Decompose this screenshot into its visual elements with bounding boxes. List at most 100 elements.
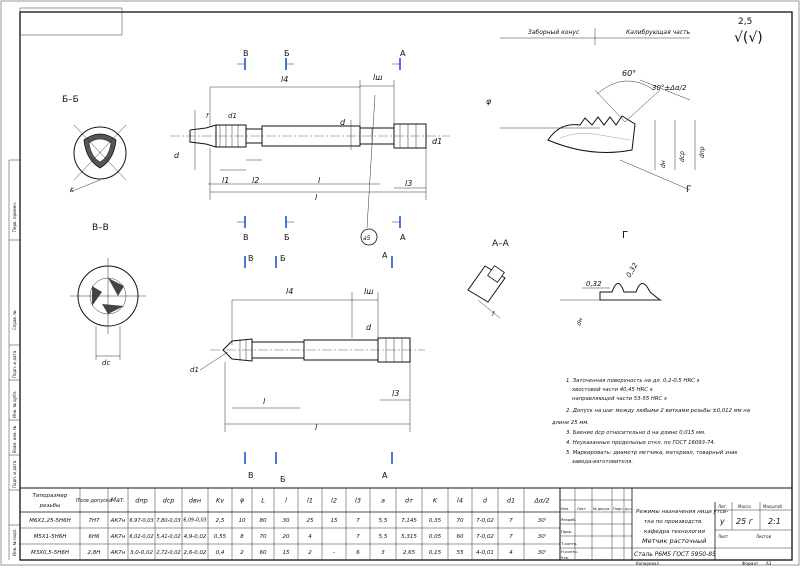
surface-finish-symbol: √(√): [734, 30, 763, 46]
table-header-cell: Kv: [216, 496, 224, 504]
table-cell: 5,315: [401, 534, 417, 540]
tb-col-list: Лист: [577, 507, 586, 511]
table-header-cell: l2: [331, 496, 337, 504]
table-header-cell: Мат.: [111, 497, 126, 504]
table-header-cell: φ: [240, 497, 245, 504]
dim-l2-top: l2: [252, 176, 259, 185]
profile-calibrating: Калибрующая часть: [626, 29, 691, 36]
tb-role-1: Пров.: [561, 529, 572, 534]
table-cell: 60: [260, 550, 267, 556]
note-1b: хвостовой части 40,45 HRC э: [571, 387, 653, 393]
top-left-stamp: [19, 7, 123, 36]
tb-mass-label: Масса: [738, 504, 751, 509]
dim-lsh-bottom: lш: [364, 287, 374, 296]
cut-mark-v-2: В: [243, 233, 249, 242]
cut-marks-top: В Б А В Б А: [237, 49, 406, 242]
table-header-cell: l4: [457, 496, 463, 504]
profile-phi: φ: [486, 97, 492, 106]
table-cell: 8: [240, 534, 244, 540]
cut-mark-b-4: Б: [280, 475, 286, 484]
profile-half-angle: 30°±Δα/2: [652, 84, 687, 92]
dim-l3-bottom: l3: [392, 389, 399, 398]
tb-name-3: кафедра технологии: [644, 529, 705, 535]
table-cell: 6: [356, 550, 360, 556]
section-bb-k: K: [70, 187, 75, 194]
table-cell: 4: [509, 550, 513, 556]
table-header-cell: резьбы: [39, 503, 61, 509]
side-stamp-text-2: Подп. и дата: [12, 350, 17, 378]
table-cell: 2,72-0,02: [156, 550, 180, 556]
tb-role-2: Т.контр.: [560, 541, 577, 546]
callout-a5: а5: [360, 228, 378, 246]
table-header-cell: d1: [507, 496, 515, 504]
tb-col-date: Дата: [625, 507, 633, 511]
dim-l-top: l: [318, 176, 321, 185]
table-cell: 15: [283, 550, 290, 556]
table-cell: 0,55: [214, 534, 227, 540]
table-cell: 15: [331, 518, 338, 524]
cut-mark-a-1: А: [400, 49, 406, 58]
table-cell: 30: [283, 518, 290, 524]
tb-role-0: Разраб.: [561, 517, 576, 522]
note-2a: 2. Допуск на шаг между любыми 2 витками …: [566, 408, 750, 414]
surface-finish: 2,5 √(√): [734, 17, 763, 46]
tb-format: А3: [766, 561, 772, 566]
surface-finish-value: 2,5: [738, 17, 752, 27]
table-cell: 7-0,02: [476, 518, 494, 524]
table-cell: 4: [308, 534, 312, 540]
tb-mass: 25 г: [736, 517, 754, 526]
section-aa-title: А–А: [492, 239, 510, 249]
tb-format-label: Формат: [742, 561, 759, 566]
table-cell: 6,09-0,03: [183, 518, 206, 524]
table-header-cell: Δα/2: [533, 496, 549, 504]
cut-mark-b-3: Б: [280, 254, 286, 263]
table-cell: 4,9-0,02: [184, 534, 207, 540]
cut-mark-v-4: В: [248, 471, 254, 480]
dim-l3-top: l3: [405, 179, 412, 188]
tb-sheet-label: Лист: [718, 534, 729, 539]
table-cell: 0,4: [216, 550, 225, 556]
tb-lit: у: [719, 517, 725, 526]
detail-g-title: Г: [622, 230, 628, 241]
technical-notes: 1. Заточенная поверхность на дл. 0,2-0,5…: [551, 378, 750, 465]
table-cell: 7: [356, 534, 360, 540]
tb-role-4: Н.контр.: [561, 549, 578, 554]
table-cell: 70: [457, 518, 464, 524]
table-cell: 7: [509, 518, 513, 524]
tb-role-5: Утв.: [561, 555, 569, 560]
table-cell: 2: [240, 550, 244, 556]
table-cell: 2,5: [216, 518, 225, 524]
table-cell: 7,80-0,03: [156, 518, 180, 524]
table-cell: 2: [308, 550, 312, 556]
cut-mark-b-2: Б: [284, 233, 290, 242]
side-stamp-text-1: Справ. №: [12, 311, 17, 330]
note-1a: 1. Заточенная поверхность на дл. 0,2-0,5…: [566, 378, 700, 384]
table-cell: 4-0,01: [476, 550, 494, 556]
table-cell: 30': [538, 518, 547, 524]
detail-g-dn: dн: [575, 317, 584, 327]
note-5a: 5. Маркировать: диаметр метчика, материа…: [566, 450, 738, 456]
table-header-cell: dт: [405, 496, 413, 504]
dim-d1-top: d1: [432, 137, 442, 146]
table-cell: 30': [538, 550, 547, 556]
table-header-cell: dпр: [135, 496, 148, 504]
thread-profile: Заборный конус Калибрующая часть 60° 30°…: [486, 28, 706, 195]
table-cell: 25: [307, 518, 314, 524]
cut-mark-a-2: А: [400, 233, 406, 242]
table-cell: 0,15: [429, 550, 442, 556]
tb-col-sign: Подп.: [613, 507, 624, 511]
table-cell: АК7н: [110, 518, 126, 524]
table-cell: 5,5: [379, 518, 388, 524]
tb-name-2: тка по производств.: [644, 519, 703, 525]
table-header-cell: K: [433, 496, 438, 504]
table-cell: 0,35: [429, 518, 442, 524]
table-cell: 2,6-0,02: [184, 550, 207, 556]
note-1c: направляющей части 53-55 HRC э: [572, 396, 667, 402]
table-cell: 5,5: [379, 534, 388, 540]
dim-l4-bottom: l4: [286, 287, 293, 296]
tb-name-1: Режимы назначения ници утсе-: [636, 509, 728, 515]
note-5b: завода-изготовителя.: [572, 459, 633, 465]
table-cell: –: [333, 550, 336, 556]
